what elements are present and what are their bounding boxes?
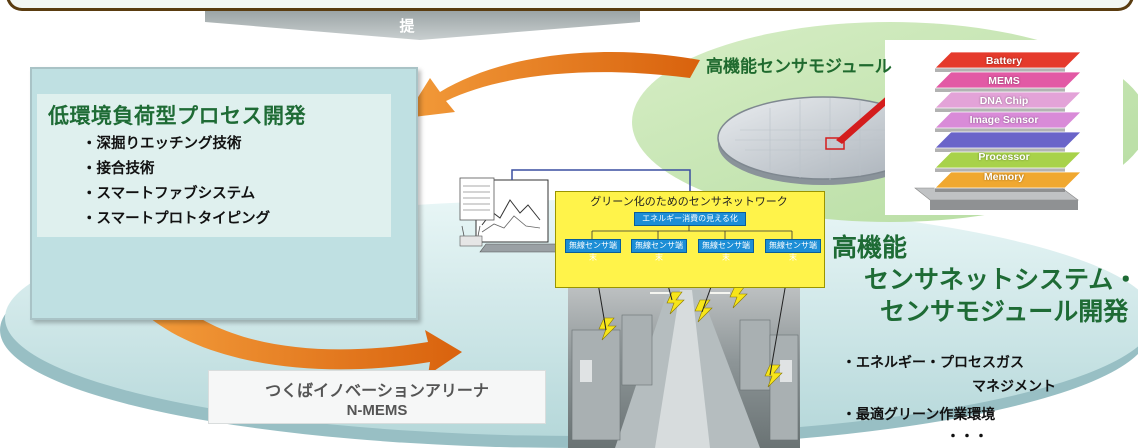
- connection-line: [511, 169, 691, 191]
- arena-subname: N-MEMS: [346, 402, 408, 419]
- module-layer: [934, 91, 1082, 109]
- sensor-module-title: 高機能センサモジュール: [706, 57, 892, 76]
- module-layer-edge: [935, 148, 1065, 152]
- module-layer-edge: [935, 68, 1065, 72]
- goal-ellipsis: ・・・: [946, 428, 988, 444]
- arena-box: つくばイノベーションアリーナ N-MEMS: [208, 370, 546, 424]
- network-top-box: エネルギー消費の見える化: [634, 212, 746, 226]
- goals-list-cont: マネジメント: [972, 376, 1056, 396]
- module-layer: [934, 131, 1082, 149]
- process-title: 低環境負荷型プロセス開発: [48, 105, 306, 128]
- process-item: ・接合技術: [82, 161, 155, 177]
- router-icon: [459, 235, 483, 247]
- wafer-grid: [735, 98, 910, 180]
- module-layer-edge: [935, 108, 1065, 112]
- module-layer-edge: [935, 88, 1065, 92]
- main-title-line3: センサモジュール開発: [880, 298, 1129, 326]
- sensor-node: 無線センサ端末: [698, 239, 754, 262]
- layer-label: Battery: [985, 55, 1023, 67]
- goal-item-cont: マネジメント: [972, 378, 1056, 394]
- layer-label: Processor: [978, 151, 1030, 163]
- goal-item: ・最適グリーン作業環境: [842, 406, 996, 422]
- main-title-line1: 高機能: [832, 234, 908, 262]
- layer-label: MEMS: [988, 75, 1020, 87]
- process-panel-inner: [37, 94, 391, 237]
- goals-list-2: ・最適グリーン作業環境: [842, 404, 995, 424]
- module-layer: [934, 111, 1082, 129]
- goals-list-3: ・・・: [946, 426, 988, 446]
- module-layer: [934, 71, 1082, 89]
- sensor-node: 無線センサ端末: [765, 239, 821, 262]
- layer-label: Memory: [983, 171, 1025, 183]
- module-layer-edge: [935, 188, 1065, 192]
- layer-label: DNA Chip: [979, 95, 1029, 107]
- arena-name: つくばイノベーションアリーナ: [265, 383, 489, 400]
- curved-arrow-top: [405, 51, 700, 119]
- top-banner-frame: [6, 0, 1134, 11]
- sensor-node: 無線センサ端末: [565, 239, 621, 262]
- proposal-label: 提 案: [399, 18, 441, 56]
- wafer-highlight: [825, 137, 845, 150]
- sensor-node: 無線センサ端末: [631, 239, 687, 262]
- network-tree-lines: [591, 225, 793, 239]
- goal-item: ・エネルギー・プロセスガス: [842, 354, 1024, 370]
- module-layer-edge: [935, 128, 1065, 132]
- main-title-line2: センサネットシステム・: [864, 266, 1138, 294]
- layer-label: Image Sensor: [969, 114, 1039, 126]
- process-item: ・深掘りエッチング技術: [82, 136, 242, 152]
- module-layer: [934, 151, 1082, 169]
- data-sheet: [459, 177, 495, 221]
- module-base-side: [930, 200, 1078, 210]
- module-layer-edge: [935, 168, 1065, 172]
- goals-list: ・エネルギー・プロセスガス: [842, 352, 1024, 372]
- process-list: ・深掘りエッチング技術 ・接合技術 ・スマートファブシステム ・スマートプロトタ…: [82, 132, 270, 232]
- process-item: ・スマートプロトタイピング: [82, 211, 271, 227]
- curved-arrow-bottom: [150, 300, 462, 375]
- module-layer: [934, 171, 1082, 189]
- keyboard: [479, 243, 567, 253]
- network-title: グリーン化のためのセンサネットワーク: [590, 195, 788, 208]
- down-arrow: [205, 10, 640, 40]
- module-layer: [934, 51, 1082, 69]
- process-item: ・スマートファブシステム: [82, 186, 256, 202]
- module-layers: [934, 51, 1082, 192]
